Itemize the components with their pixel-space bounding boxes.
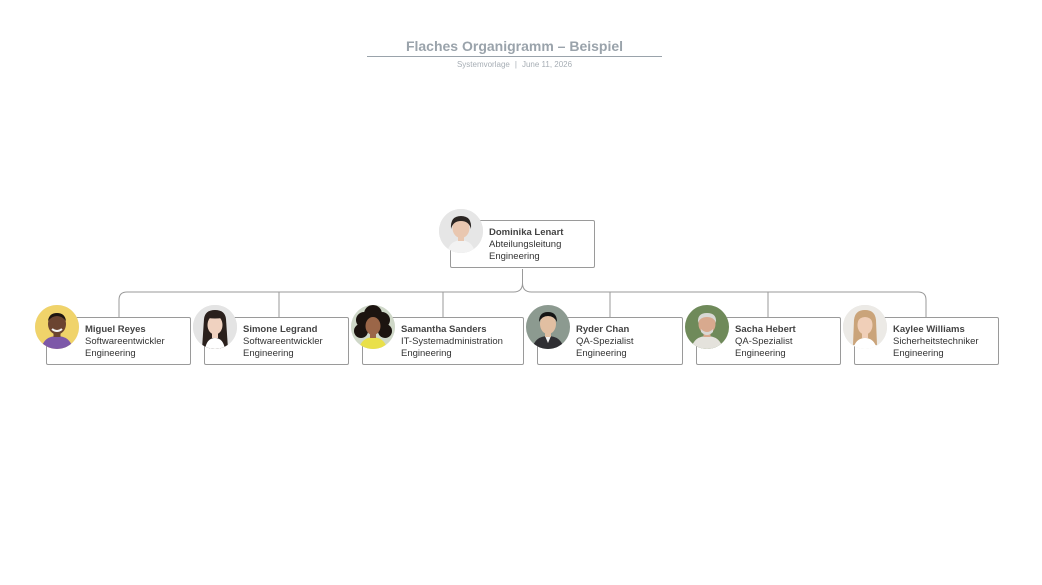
- template-label: Systemvorlage: [456, 60, 510, 69]
- node-role: Softwareentwickler: [85, 336, 165, 347]
- node-name: Miguel Reyes: [85, 324, 146, 335]
- date-label: June 11, 2026: [521, 60, 573, 69]
- node-name: Ryder Chan: [576, 324, 630, 335]
- node-role: Abteilungsleitung: [489, 239, 562, 250]
- node-role: IT-Systemadministration: [401, 336, 503, 347]
- node-department: Engineering: [893, 348, 944, 359]
- avatar: [351, 305, 395, 349]
- person-photo-icon: [193, 305, 237, 349]
- person-photo-icon: [526, 305, 570, 349]
- node-department: Engineering: [576, 348, 627, 359]
- person-photo-icon: [35, 305, 79, 349]
- connector-root-drop: [118, 269, 523, 317]
- node-role: Sicherheitstechniker: [893, 336, 979, 347]
- node-name: Kaylee Williams: [893, 324, 965, 335]
- node-department: Engineering: [243, 348, 294, 359]
- node-name: Samantha Sanders: [401, 324, 487, 335]
- subtitle-separator: |: [514, 60, 517, 69]
- page-subtitle: Systemvorlage | June 11, 2026: [367, 60, 662, 69]
- person-photo-icon: [439, 209, 483, 253]
- node-name: Sacha Hebert: [735, 324, 796, 335]
- avatar: [526, 305, 570, 349]
- page-title: Flaches Organigramm – Beispiel: [405, 38, 624, 54]
- connector-bus-right: [522, 282, 927, 317]
- person-photo-icon: [351, 305, 395, 349]
- chart-header: Flaches Organigramm – Beispiel Systemvor…: [367, 37, 662, 69]
- title-divider: [367, 56, 662, 57]
- avatar-root: [439, 209, 483, 253]
- node-role: Softwareentwickler: [243, 336, 323, 347]
- avatar: [35, 305, 79, 349]
- avatar: [193, 305, 237, 349]
- avatar: [685, 305, 729, 349]
- node-name: Simone Legrand: [243, 324, 318, 335]
- node-name: Dominika Lenart: [489, 227, 564, 238]
- person-photo-icon: [843, 305, 887, 349]
- node-department: Engineering: [489, 251, 540, 262]
- node-department: Engineering: [735, 348, 786, 359]
- avatar: [843, 305, 887, 349]
- node-role: QA-Spezialist: [576, 336, 634, 347]
- node-department: Engineering: [401, 348, 452, 359]
- person-photo-icon: [685, 305, 729, 349]
- node-role: QA-Spezialist: [735, 336, 793, 347]
- node-department: Engineering: [85, 348, 136, 359]
